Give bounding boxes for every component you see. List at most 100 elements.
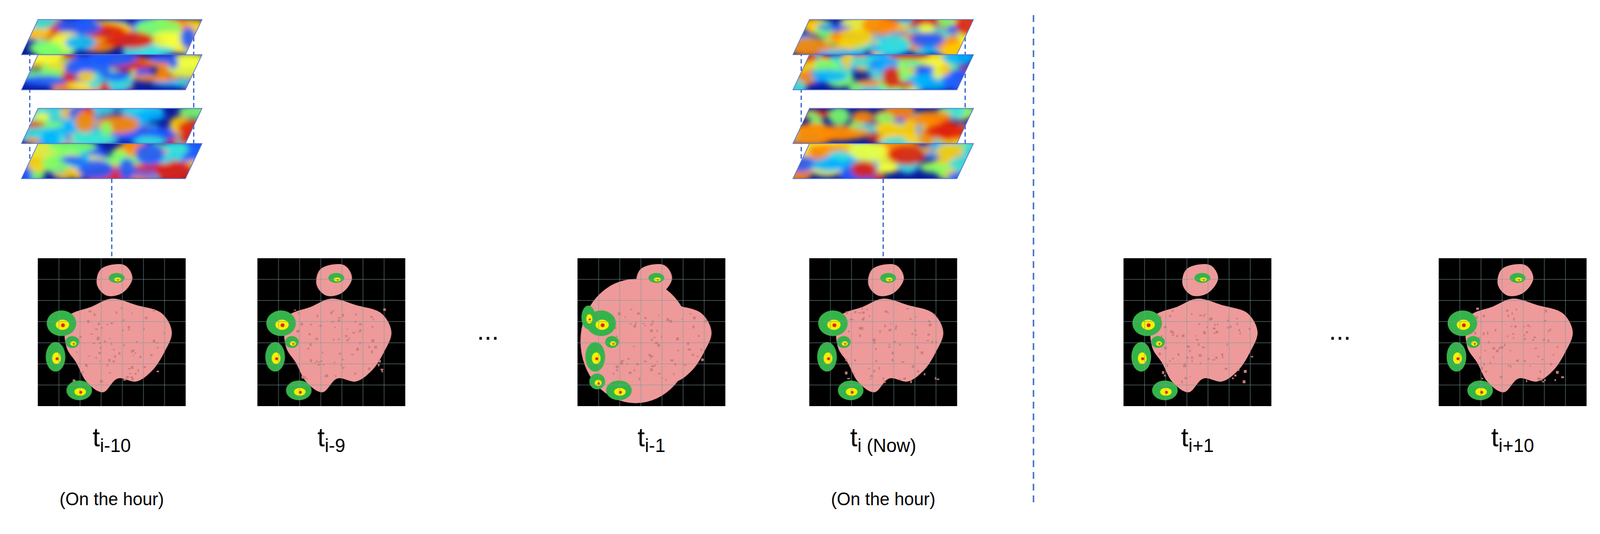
echo-speckle (1488, 341, 1490, 344)
echo-speckle (98, 352, 102, 355)
echo-speckle (296, 329, 300, 333)
echo-speckle (320, 360, 323, 362)
echo-cell (284, 336, 299, 348)
echo-speckle (1214, 323, 1216, 326)
echo-speckle (93, 313, 96, 316)
grid-line (38, 321, 186, 322)
radar-ground (1123, 258, 1272, 406)
echo-speckle (1183, 364, 1187, 367)
echo-peak (612, 343, 615, 345)
grid-line (1438, 300, 1587, 301)
field-patch (178, 104, 217, 119)
echo-speckle (689, 313, 692, 315)
echo-speckle (76, 350, 78, 353)
field-patch (167, 55, 179, 70)
echo-speckle (143, 365, 146, 368)
echo-speckle (381, 368, 383, 371)
echo-speckle (352, 331, 355, 334)
echo-speckle (872, 338, 876, 342)
echo-speckle (1482, 314, 1485, 318)
echo-speckle (884, 310, 888, 313)
echo-speckle (98, 322, 101, 325)
echo-core (827, 319, 841, 330)
echo-peak (588, 318, 591, 321)
echo-speckle (888, 328, 892, 332)
echo-speckle (98, 352, 102, 354)
time-label: t (1181, 422, 1189, 452)
field-patch (856, 79, 883, 87)
echo-speckle (330, 311, 333, 314)
echo-speckle (852, 373, 855, 375)
echo-speckle (936, 378, 940, 381)
echo-speckle (1189, 349, 1192, 352)
field-patch (783, 78, 807, 98)
echo-speckle (1514, 325, 1517, 328)
field-patch (882, 66, 901, 89)
echo-speckle (873, 369, 875, 373)
echo-speckle (118, 352, 121, 355)
echo-speckle (1510, 364, 1512, 368)
grid-line (1123, 279, 1272, 280)
field-patch (937, 12, 953, 28)
echo-speckle (1525, 379, 1527, 383)
field-patch (942, 48, 976, 66)
echo-speckle (1210, 317, 1213, 320)
grid-line (1438, 363, 1587, 365)
echo-speckle (128, 367, 131, 370)
grid-line (872, 258, 873, 406)
label-group: (On the hour) (59, 490, 164, 508)
echo-speckle (1158, 352, 1161, 356)
echo-speckle (332, 309, 334, 313)
echo-peak (60, 323, 65, 327)
echo-cell (265, 342, 285, 372)
echo-speckle (630, 308, 633, 311)
echo-speckle (371, 339, 375, 343)
echo-speckle (359, 323, 363, 326)
echo-speckle (920, 351, 924, 355)
echo-speckle (350, 353, 354, 355)
echo-speckle (318, 361, 320, 363)
echo-speckle (658, 372, 661, 375)
echo-speckle (891, 358, 894, 362)
echo-cell (1131, 342, 1152, 372)
echo-speckle (1186, 356, 1189, 359)
echo-speckle (134, 372, 137, 375)
layer-field (0, 47, 212, 101)
layer-outline (792, 143, 974, 179)
echo-speckle (316, 360, 318, 363)
echo-peak (1479, 390, 1483, 394)
stack-link (882, 178, 885, 259)
echo-speckle (1199, 362, 1201, 365)
echo-speckle (342, 313, 345, 317)
echo-peak (1141, 357, 1145, 361)
echo-speckle (617, 312, 621, 316)
echo-speckle (891, 351, 894, 355)
grid-line (1250, 258, 1251, 406)
radar-ground (257, 258, 406, 406)
grid-line (1480, 258, 1482, 406)
echo-speckle (1489, 361, 1492, 364)
echo-speckle (103, 340, 106, 343)
echo-speckle (1166, 364, 1169, 367)
echo-speckle (1511, 311, 1513, 315)
echo-speckle (335, 374, 337, 377)
echo-speckle (122, 344, 125, 346)
echo-speckle (1181, 380, 1183, 384)
echo-speckle (131, 312, 133, 314)
field-patch (918, 23, 934, 34)
echo-speckle (890, 323, 892, 325)
echo-speckle (134, 351, 136, 354)
grid-line (1123, 342, 1272, 344)
echo-core (841, 341, 849, 346)
field-patch (55, 19, 90, 33)
echo-peak (55, 357, 59, 361)
echo-speckle (1232, 377, 1235, 379)
radar-image (577, 258, 726, 406)
echo-speckle (383, 308, 386, 311)
field-patch (948, 155, 990, 173)
echo-speckle (1556, 370, 1560, 374)
grid-line (257, 384, 406, 385)
echo-cell (1467, 380, 1494, 400)
echo-speckle (1510, 325, 1513, 327)
layer-field (779, 134, 990, 188)
